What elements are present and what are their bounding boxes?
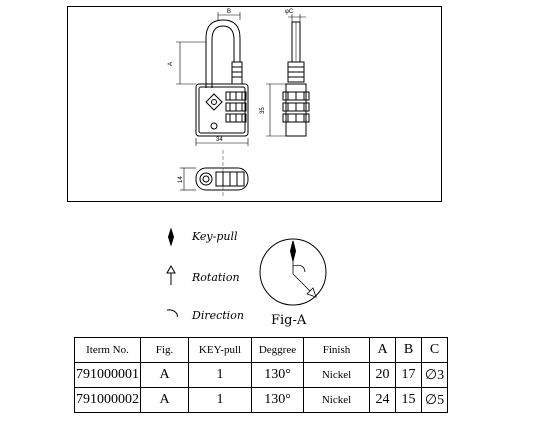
table-row: 791000002 A 1 130° Nickel 24 15 ∅5 [74,387,448,413]
cell-a: 20 [369,362,396,388]
direction-symbol [166,309,178,318]
shackle-outer [205,19,241,88]
col-header-degree: Deggree [251,337,304,363]
side-body [285,83,307,137]
side-view [266,14,310,137]
col-header-fig: Fig. [140,337,189,363]
cell-finish: Nickel [303,387,370,413]
cell-c: ∅5 [421,387,448,413]
cell-a: 24 [369,387,396,413]
top-view [180,167,249,191]
cell-item-no: 791000001 [74,362,141,388]
fig-a-arrowhead [306,287,317,298]
figure-label: Fig-A [271,313,307,328]
cell-fig: A [140,362,189,388]
dim-label-34: 34 [216,137,223,143]
dim-label-c: φC [285,9,294,15]
table-header-row: Iterm No. Fig. KEY-pull Deggree Finish A… [74,337,448,363]
legend-symbols [166,227,178,318]
fig-a-circle [259,238,327,306]
key-pull-symbol [167,227,175,247]
cell-item-no: 791000002 [74,387,141,413]
fig-a-key-pull-mark [289,240,297,262]
legend-direction: Direction [192,309,244,322]
legend-rotation: Rotation [192,271,240,284]
specification-table: Iterm No. Fig. KEY-pull Deggree Finish A… [74,337,448,413]
lock-body [195,83,249,137]
dim-label-35: 35 [260,107,266,114]
cell-degree: 130° [251,387,304,413]
col-header-b: B [395,337,422,363]
shackle-collar [231,61,243,85]
cell-degree: 130° [251,362,304,388]
keyhole [205,93,223,111]
col-header-finish: Finish [303,337,370,363]
shackle-inner [211,25,235,88]
dim-label-a: A [168,62,174,66]
col-header-a: A [369,337,396,363]
dim-label-b: B [227,9,231,15]
front-view [176,12,249,146]
cell-c: ∅3 [421,362,448,388]
technical-drawing-frame [67,6,442,202]
top-shackle-left [199,172,213,186]
fig-a-diagram [259,238,327,306]
col-header-c: C [421,337,448,363]
cell-key-pull: 1 [188,362,252,388]
table-row: 791000001 A 1 130° Nickel 20 17 ∅3 [74,362,448,388]
col-header-key-pull: KEY-pull [188,337,252,363]
fig-a-direction-arc [292,264,306,273]
cell-b: 17 [395,362,422,388]
rotation-symbol [166,264,176,285]
cell-b: 15 [395,387,422,413]
col-header-item-no: Iterm No. [74,337,141,363]
top-body [195,167,249,191]
cell-key-pull: 1 [188,387,252,413]
dim-label-14: 14 [178,176,184,183]
cell-finish: Nickel [303,362,370,388]
cell-fig: A [140,387,189,413]
legend-key-pull: Key-pull [192,230,238,243]
